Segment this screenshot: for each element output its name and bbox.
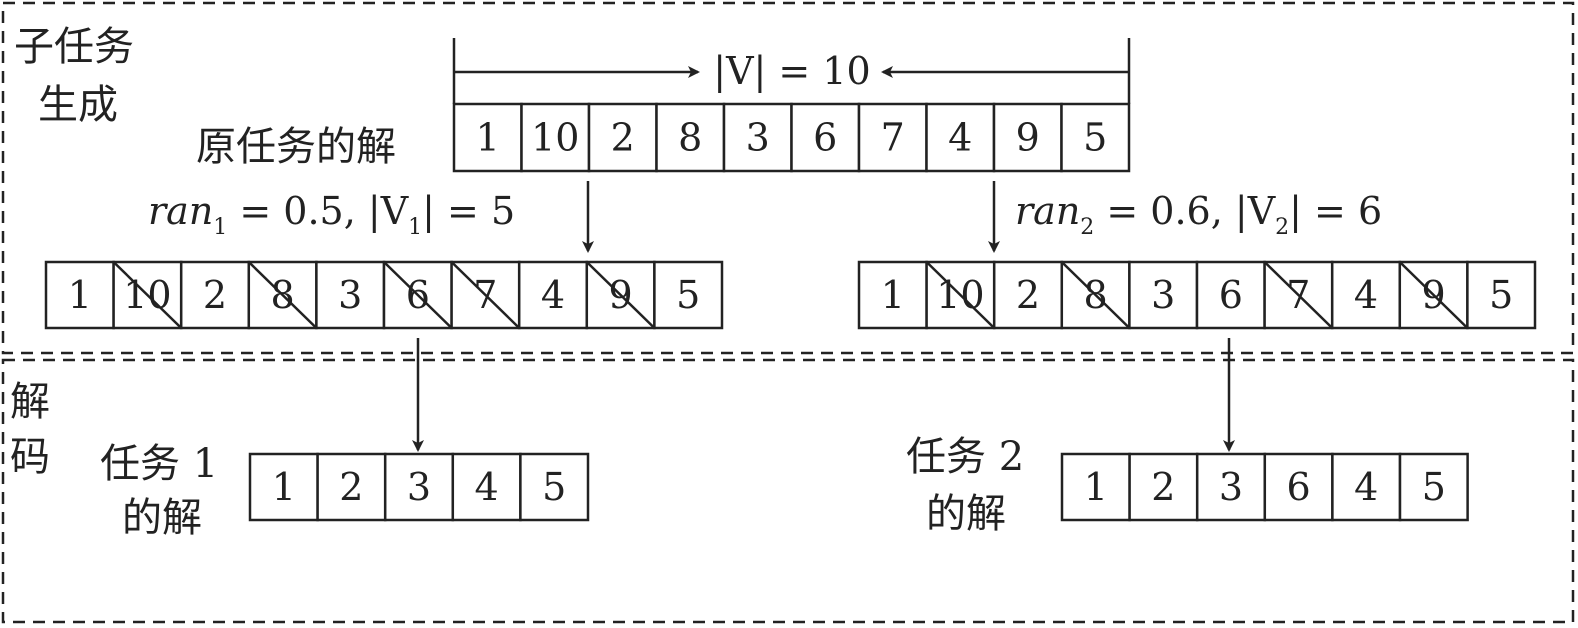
array-cell-value: 6: [1287, 465, 1311, 509]
ran2-sub: 2: [1080, 215, 1094, 240]
section-label-decoding-1: 解: [10, 379, 50, 425]
cross-out-mark: [1060, 261, 1131, 329]
decoded1-label-1: 任务 1: [100, 441, 218, 487]
ran2-var: ran: [1015, 189, 1080, 233]
array-cell: [44, 260, 115, 330]
decoded1-label-2: 的解: [122, 495, 202, 541]
array-cell: [653, 260, 724, 330]
decoded2-label-2: 的解: [926, 491, 1006, 537]
array-cell-value: 9: [1016, 116, 1040, 160]
array-cell-value: 4: [541, 273, 565, 317]
array-cell-value: 4: [1354, 273, 1378, 317]
cross-out-mark: [1398, 261, 1469, 329]
array-cell-value: 2: [1016, 273, 1040, 317]
cross-out-mark: [450, 261, 521, 329]
array-cell: [179, 260, 251, 330]
cross-out-mark: [383, 261, 453, 329]
array-cell-value: 4: [475, 465, 499, 509]
array-cell-value: 2: [1151, 465, 1175, 509]
array-cell-value: 1: [881, 273, 905, 317]
vertex-count-label: |V| = 10: [713, 49, 870, 93]
v1-rest: | = 5: [422, 189, 515, 233]
ran1-sub: 1: [213, 215, 227, 240]
array-cell-value: 5: [1083, 116, 1107, 160]
array-cell: [451, 452, 522, 522]
array-cell-value: 4: [1354, 465, 1378, 509]
array-cell: [1398, 452, 1469, 522]
array-cell-value: 2: [611, 116, 635, 160]
array-cell: [1331, 452, 1402, 522]
array-cell-value: 7: [881, 116, 905, 160]
array-cell: [519, 452, 590, 522]
cross-out-mark: [925, 261, 996, 329]
cross-out-mark: [112, 261, 183, 329]
array-cell: [383, 452, 455, 522]
array-cell-value: 3: [1219, 465, 1243, 509]
subtask2-ratio-label: ran2 = 0.6, |V2| = 6: [1015, 189, 1382, 240]
array-cell: [857, 102, 928, 173]
array-cell-value: 1: [476, 116, 500, 160]
cross-out-mark: [1263, 261, 1334, 329]
array-cell: [587, 102, 658, 173]
array-cell-value: 3: [338, 273, 362, 317]
array-cell-value: 1: [1084, 465, 1108, 509]
cross-out-mark: [247, 261, 318, 329]
array-cell-value: 5: [1422, 465, 1446, 509]
section-label-decoding-2: 码: [10, 434, 50, 480]
array-cell-value: 2: [339, 465, 363, 509]
subtask-generation-section: [1, 1, 1575, 355]
array-cell: [857, 260, 928, 330]
array-cell-value: 4: [948, 116, 972, 160]
ran1-var: ran: [148, 189, 213, 233]
array-cell: [655, 102, 726, 173]
array-cell: [1195, 452, 1267, 522]
array-cell: [1060, 452, 1131, 522]
decoded2-label-1: 任务 2: [906, 434, 1024, 480]
cross-out-mark: [585, 261, 656, 329]
v2-sub: 2: [1275, 215, 1289, 240]
array-cell-value: 3: [746, 116, 770, 160]
array-cell-value: 6: [813, 116, 837, 160]
subtask1-ratio-label: ran1 = 0.5, |V1| = 5: [148, 189, 515, 240]
array-cell: [992, 102, 1063, 173]
array-cell: [1060, 102, 1131, 173]
array-cell-value: 5: [542, 465, 566, 509]
v2-rest: | = 6: [1289, 189, 1382, 233]
array-cell: [315, 260, 386, 330]
array-cell: [1466, 260, 1537, 330]
ran1-rest: = 0.5, |V: [227, 189, 408, 233]
array-cell-value: 5: [676, 273, 700, 317]
array-cell-value: 3: [407, 465, 431, 509]
section-label-generation-1: 子任务: [14, 24, 134, 70]
array-cell: [517, 260, 589, 330]
array-cell-value: 1: [68, 273, 92, 317]
array-cell: [925, 102, 996, 173]
array-cell: [992, 260, 1064, 330]
array-cell-value: 10: [531, 116, 579, 160]
original-solution-label: 原任务的解: [196, 124, 396, 170]
v1-sub: 1: [408, 215, 422, 240]
array-cell-value: 2: [203, 273, 227, 317]
array-cell-value: 1: [272, 465, 296, 509]
array-cell: [1330, 260, 1402, 330]
section-label-generation-2: 生成: [38, 82, 118, 128]
ran2-rest: = 0.6, |V: [1094, 189, 1275, 233]
array-cell: [790, 102, 861, 173]
array-cell-value: 5: [1489, 273, 1513, 317]
array-cell-value: 6: [1219, 273, 1243, 317]
array-cell: [248, 452, 319, 522]
decoding-section: [1, 358, 1575, 624]
array-cell-value: 8: [678, 116, 702, 160]
array-cell-value: 3: [1151, 273, 1175, 317]
